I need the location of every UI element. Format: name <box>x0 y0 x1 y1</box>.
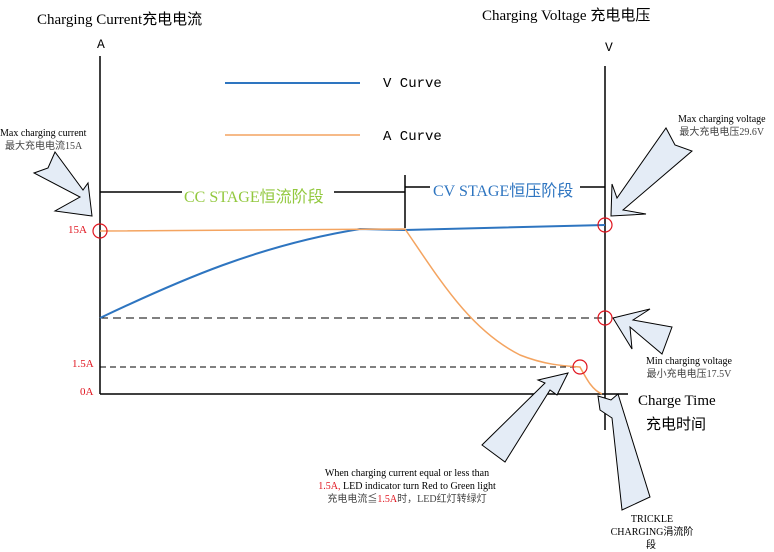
x-axis-title-cn: 充电时间 <box>646 417 707 433</box>
led-arrow <box>481 372 569 463</box>
led-line-2: LED indicator turn Red to Green light <box>340 481 496 492</box>
trickle-marker <box>572 359 588 375</box>
led-callout: When charging current equal or less than… <box>307 467 507 506</box>
max-voltage-callout: Max charging voltage 最大充电电压29.6V <box>678 113 766 139</box>
left-unit: A <box>97 37 105 52</box>
led-line-1: When charging current equal or less than <box>324 468 490 479</box>
max-current-arrow <box>32 151 93 217</box>
led-line-3a: 充电电流≦ <box>327 494 378 505</box>
tick-15a: 15A <box>68 224 87 236</box>
max-voltage-marker <box>597 217 613 233</box>
legend-a-label: A Curve <box>383 129 442 145</box>
trickle-3: 段 <box>646 540 656 551</box>
max-voltage-arrow <box>610 127 693 217</box>
v-curve <box>99 224 606 319</box>
max-current-marker <box>92 223 108 239</box>
legend-v-label: V Curve <box>383 76 442 92</box>
led-line-2-red: 1.5A, <box>318 481 341 492</box>
min-voltage-callout: Min charging voltage 最小充电电压17.5V <box>646 355 732 381</box>
min-voltage-en: Min charging voltage <box>646 356 732 367</box>
tick-1-5a: 1.5A <box>72 358 94 370</box>
led-line-3b: 时，LED红灯转绿灯 <box>397 494 487 505</box>
max-voltage-en: Max charging voltage <box>678 114 766 125</box>
min-voltage-cn: 最小充电电压17.5V <box>646 369 732 380</box>
max-current-cn: 最大充电电流15A <box>5 141 83 152</box>
max-voltage-cn: 最大充电电压29.6V <box>679 127 765 138</box>
trickle-1: TRICKLE <box>630 514 674 525</box>
trickle-2: CHARGING涓流阶 <box>610 527 694 538</box>
a-curve <box>99 228 603 395</box>
led-line-3-red: 1.5A <box>377 494 398 505</box>
x-axis-title-en: Charge Time <box>638 393 716 409</box>
max-current-en: Max charging current <box>0 128 87 139</box>
cc-stage-label: CC STAGE恒流阶段 <box>184 189 324 206</box>
trickle-callout: TRICKLE CHARGING涓流阶 段 <box>602 513 702 552</box>
tick-0a: 0A <box>80 386 94 398</box>
current-axis-title: Charging Current充电电流 <box>37 12 203 28</box>
max-current-callout: Max charging current 最大充电电流15A <box>0 127 86 153</box>
min-voltage-marker <box>597 310 613 326</box>
right-unit: V <box>605 40 613 55</box>
trickle-arrow <box>597 393 651 511</box>
voltage-axis-title: Charging Voltage 充电电压 <box>482 8 651 24</box>
min-voltage-arrow <box>612 308 673 355</box>
cv-stage-label: CV STAGE恒压阶段 <box>433 183 574 200</box>
